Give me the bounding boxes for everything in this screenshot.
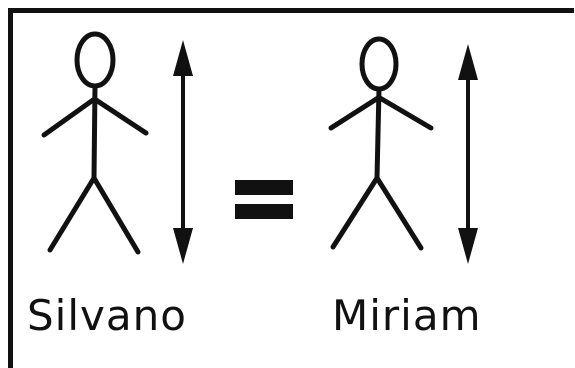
right-body [374,86,382,181]
left-stick-figure-icon [41,31,149,255]
right-leg-left [330,175,380,250]
right-arrow-head-down [458,228,478,264]
left-arm-left [41,97,96,138]
left-arrow-head-down [173,228,193,264]
left-arrow-head-up [173,40,193,76]
equals-bar-top [235,180,293,195]
right-arm-left [328,95,381,131]
left-leg-left [47,175,97,253]
left-person-name: Silvano [27,291,187,340]
right-head [359,36,399,92]
left-arm-right [93,97,149,136]
right-person-name: Miriam [332,291,482,340]
right-arm-right [377,95,434,131]
frame-border [8,8,574,368]
right-leg-right [374,175,424,251]
equals-bar-bottom [235,204,293,219]
equals-icon [235,180,293,219]
left-leg-right [91,175,141,255]
left-head [74,31,116,89]
right-arrow-head-up [458,44,478,80]
right-stick-figure-icon [328,36,434,251]
